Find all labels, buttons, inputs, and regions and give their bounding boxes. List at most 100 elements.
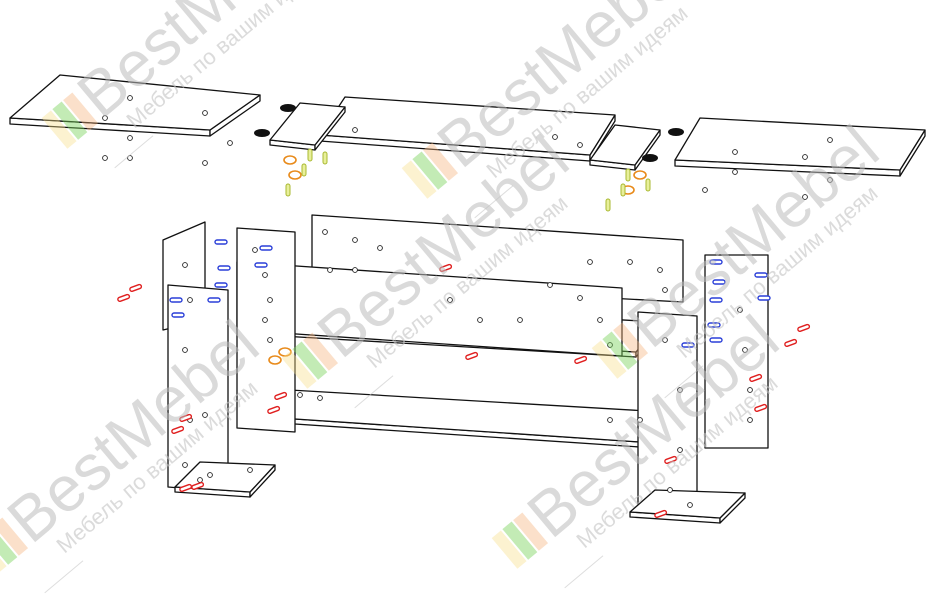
wood-dowel-icon — [285, 183, 291, 197]
dowel-pin-icon — [784, 338, 798, 348]
hole — [182, 347, 188, 353]
dowel-pin-icon — [214, 239, 228, 245]
shelf-top-left — [9, 74, 261, 137]
dowel-pin-icon — [654, 509, 668, 519]
dowel-pin-icon — [191, 481, 205, 491]
hole — [687, 502, 693, 508]
hole — [827, 177, 833, 183]
cam-lock-icon — [283, 155, 297, 165]
dowel-pin-icon — [117, 293, 131, 303]
dowel-pin-icon — [757, 295, 771, 301]
shelf-top-right — [674, 117, 926, 177]
hole — [737, 307, 743, 313]
hole — [662, 287, 668, 293]
hole — [547, 282, 553, 288]
hole — [227, 140, 233, 146]
hole — [102, 115, 108, 121]
dowel-pin-icon — [259, 245, 273, 251]
furniture-leg-glide-icon — [280, 104, 296, 112]
dowel-pin-icon — [179, 483, 193, 493]
dowel-pin-icon — [749, 373, 763, 383]
hole — [597, 317, 603, 323]
wood-dowel-icon — [625, 168, 631, 182]
dowel-pin-icon — [171, 425, 185, 435]
bracket-left — [269, 102, 346, 151]
hole — [182, 262, 188, 268]
hole — [352, 237, 358, 243]
dowel-pin-icon — [664, 455, 678, 465]
hole — [297, 392, 303, 398]
dowel-pin-icon — [179, 413, 193, 423]
dowel-pin-icon — [712, 279, 726, 285]
wood-dowel-icon — [605, 198, 611, 212]
dowel-pin-icon — [707, 322, 721, 328]
hole — [587, 259, 593, 265]
hole — [742, 347, 748, 353]
hole — [802, 194, 808, 200]
hole — [607, 417, 613, 423]
hole — [202, 412, 208, 418]
hole — [677, 387, 683, 393]
dowel-pin-icon — [681, 342, 695, 348]
shelf-top-center — [319, 96, 616, 162]
wood-dowel-icon — [301, 163, 307, 177]
dowel-pin-icon — [254, 262, 268, 268]
hole — [127, 135, 133, 141]
bracket-right — [589, 124, 661, 171]
cam-lock-icon — [633, 170, 647, 180]
hole — [577, 142, 583, 148]
cam-lock-icon — [278, 347, 292, 357]
dowel-pin-icon — [754, 272, 768, 278]
hole — [677, 447, 683, 453]
dowel-pin-icon — [169, 297, 183, 303]
hole — [377, 245, 383, 251]
hole — [252, 247, 258, 253]
hole — [352, 267, 358, 273]
dowel-pin-icon — [439, 263, 453, 273]
furniture-leg-glide-icon — [642, 154, 658, 162]
fasteners-layer — [117, 104, 811, 519]
dowel-pin-icon — [274, 391, 288, 401]
hole — [607, 342, 613, 348]
hole — [247, 467, 253, 473]
hole — [657, 267, 663, 273]
panels-layer — [9, 74, 926, 524]
hole — [827, 137, 833, 143]
hole — [747, 387, 753, 393]
wood-dowel-icon — [645, 178, 651, 192]
dowel-pin-icon — [217, 265, 231, 271]
dowel-pin-icon — [709, 337, 723, 343]
dowel-pin-icon — [709, 297, 723, 303]
dowel-pin-icon — [797, 323, 811, 333]
hole — [747, 417, 753, 423]
hole — [447, 297, 453, 303]
furniture-leg-glide-icon — [254, 129, 270, 137]
hole — [322, 229, 328, 235]
hole — [187, 297, 193, 303]
furniture-leg-glide-icon — [668, 128, 684, 136]
right-side-panel — [704, 254, 769, 449]
wood-dowel-icon — [620, 183, 626, 197]
hole — [262, 317, 268, 323]
dowel-pin-icon — [465, 351, 479, 361]
hole — [732, 149, 738, 155]
hole — [637, 417, 643, 423]
dowel-pin-icon — [574, 355, 588, 365]
hole — [732, 169, 738, 175]
dowel-pin-icon — [754, 403, 768, 413]
wood-dowel-icon — [322, 151, 328, 165]
dowel-pin-icon — [267, 405, 281, 415]
cam-lock-icon — [288, 170, 302, 180]
hole — [667, 487, 673, 493]
left-front-panel — [236, 227, 296, 433]
holes-layer — [102, 95, 833, 508]
hole — [267, 297, 273, 303]
dowel-pin-icon — [129, 283, 143, 293]
dowel-pin-icon — [207, 297, 221, 303]
hole — [662, 337, 668, 343]
hole — [552, 134, 558, 140]
